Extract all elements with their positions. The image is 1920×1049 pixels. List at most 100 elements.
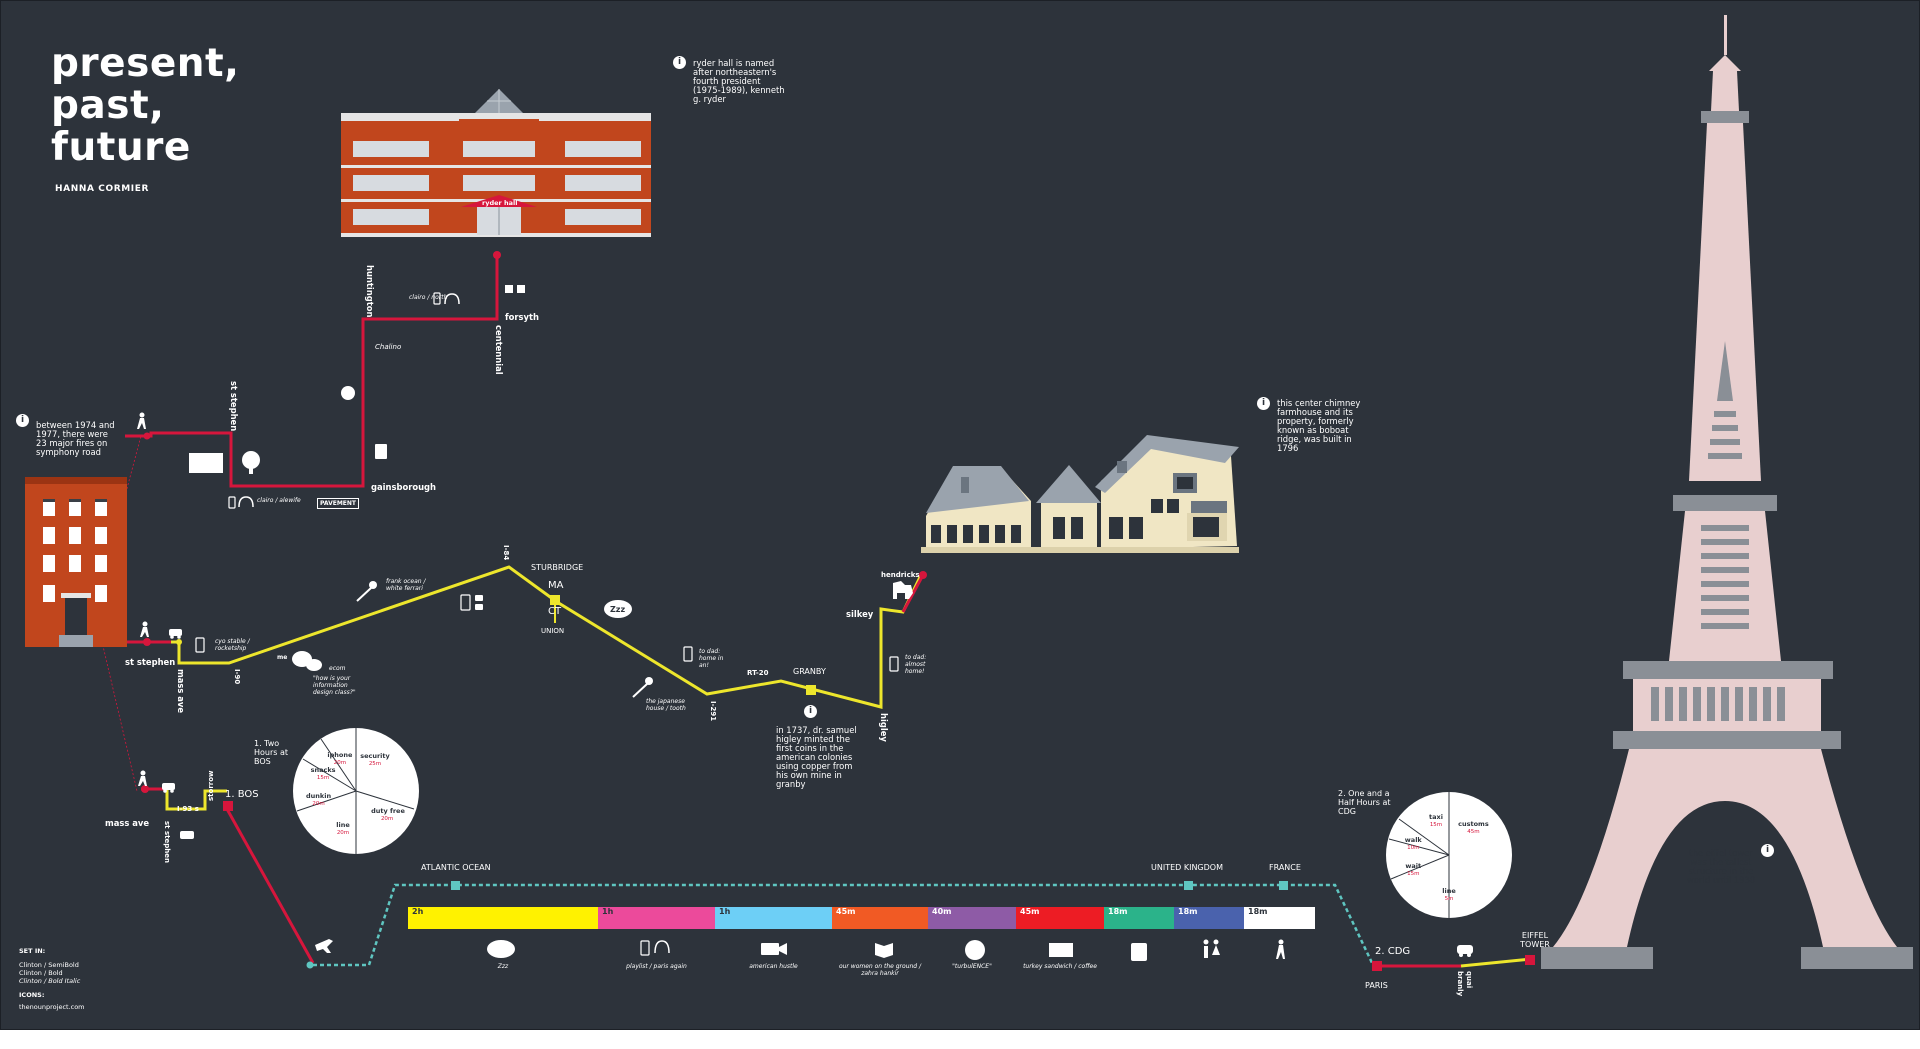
pie-slice-time: 10m — [1407, 845, 1420, 851]
tree-icon — [242, 451, 260, 474]
credits-icons-source: thenounproject.com — [19, 1003, 85, 1011]
chair-icon — [505, 285, 525, 293]
street-st-stephen-3: st stephen — [163, 821, 171, 863]
headphones-icon — [238, 496, 254, 508]
car-icon — [162, 783, 175, 793]
info-icon: i — [1761, 844, 1774, 857]
phone-icon — [195, 637, 205, 653]
car-icon — [180, 831, 194, 839]
pie-slice-label: security — [360, 752, 390, 761]
flight-bar-caption: playlist / paris again — [626, 963, 687, 970]
cloud-icon — [487, 940, 515, 958]
pie-slice-label: wait — [1405, 861, 1422, 870]
pie-slice-time: 25m — [368, 761, 382, 768]
walk-icon — [140, 621, 149, 637]
flight-bar-caption: our women on the ground / zahra hankir — [838, 963, 922, 977]
walk-icon — [138, 770, 147, 786]
route-point-ryder — [493, 251, 501, 259]
street-higley: higley — [879, 713, 889, 742]
pie-slice-time: 15m — [1429, 822, 1443, 829]
flight-bar-segment — [598, 907, 715, 929]
title-line: future — [51, 125, 191, 170]
title-line: present, — [51, 41, 240, 86]
microphone-icon — [356, 581, 377, 602]
pie-slice-label: duty free — [371, 806, 405, 815]
pie-slice-label: taxi — [1429, 813, 1443, 822]
flight-bar-segment — [1174, 907, 1244, 929]
phone-icon — [640, 940, 650, 956]
road-i291: I-291 — [709, 701, 717, 722]
route-last-mile — [901, 574, 925, 613]
pie-slice-label: snacks — [310, 766, 336, 774]
flight-bar-time: 45m — [836, 907, 856, 916]
street-quai-branly: quai branly — [1456, 971, 1473, 997]
flight-bar-caption: Zzz — [497, 963, 509, 970]
face-icon — [965, 940, 985, 960]
road-rt20: RT-20 — [747, 669, 769, 677]
info-icon: i — [16, 414, 29, 427]
flight-bar-time: 2h — [412, 907, 424, 916]
street-st-stephen: st stephen — [229, 381, 239, 432]
headphones-icon — [654, 940, 670, 954]
walk-icon — [137, 412, 146, 429]
stop-eiffel — [1525, 955, 1535, 965]
coffee-icon — [375, 444, 387, 459]
street-huntington: huntington — [365, 265, 375, 318]
flight-bar — [408, 907, 1315, 929]
text-to-dad-almost: to dad: almost home! — [905, 654, 927, 675]
note-eiffel: the eiffel tower was the tallest structu… — [1686, 848, 1756, 885]
pie-slice-time: 20m — [312, 800, 325, 807]
marker-atlantic — [451, 881, 460, 890]
town-union: UNION — [541, 627, 565, 635]
song-japanese-house: the japanese house / tooth — [646, 698, 686, 712]
airport-bos: 1. BOS — [225, 789, 259, 800]
label-uk: UNITED KINGDOM — [1151, 863, 1223, 872]
app-icon — [475, 595, 483, 610]
headphones-icon — [444, 293, 460, 305]
airport-cdg: 2. CDG — [1375, 946, 1411, 957]
book-icon — [875, 943, 893, 958]
cup-icon — [1131, 943, 1147, 961]
flight-bar-segment — [1104, 907, 1174, 929]
road-i84: I-84 — [502, 545, 510, 561]
flight-bar-segment — [1244, 907, 1315, 929]
state-ma: MA — [548, 580, 564, 591]
stop-bos — [223, 801, 233, 811]
pie-slice-time: 45m — [1467, 828, 1480, 835]
pie-slice-time: 20m — [336, 829, 350, 836]
credits-set-in-label: SET IN: — [19, 947, 46, 955]
phone-icon — [889, 656, 899, 672]
flight-bar-time: 1h — [719, 907, 731, 916]
phone-icon — [433, 292, 441, 305]
farmhouse — [921, 435, 1239, 553]
flight-bar-time: 40m — [932, 907, 952, 916]
song-clairo-north: clairo / north — [409, 294, 448, 301]
note-farmhouse: this center chimney farmhouse and its pr… — [1277, 398, 1361, 453]
car-icon — [1457, 945, 1473, 957]
microphone-icon — [632, 677, 653, 698]
restroom-icon — [1203, 939, 1220, 958]
route-drive-home — [171, 565, 923, 709]
note-fires: between 1974 and 1977, there were 23 maj… — [36, 420, 115, 457]
label-ecom: ecom — [329, 665, 346, 672]
flight-bar-segment — [715, 907, 832, 929]
pie-slice-label: dunkin — [306, 791, 332, 800]
street-hendricks: hendricks — [881, 571, 920, 579]
flight-bar-time: 1h — [602, 907, 614, 916]
cloud-icon — [604, 600, 632, 618]
marker-france — [1279, 881, 1288, 890]
page-title: present, past, future — [51, 43, 240, 169]
label-me: me — [277, 654, 288, 661]
pie-slice-label: walk — [1404, 836, 1422, 844]
label-france: FRANCE — [1269, 863, 1301, 872]
flight-bar-caption: american hustle — [749, 963, 798, 970]
flight-bar-time: 45m — [1020, 907, 1040, 916]
street-storrow: storrow — [207, 770, 215, 801]
credits-font-1: Clinton / SemiBold — [19, 961, 79, 969]
town-granby: GRANBY — [793, 667, 826, 676]
pie-slice-time: 15m — [316, 775, 330, 781]
dog-icon — [893, 581, 913, 599]
pie-cdg — [1386, 792, 1512, 918]
pie-cdg-caption: 2. One and a Half Hours at CDG — [1338, 789, 1391, 816]
